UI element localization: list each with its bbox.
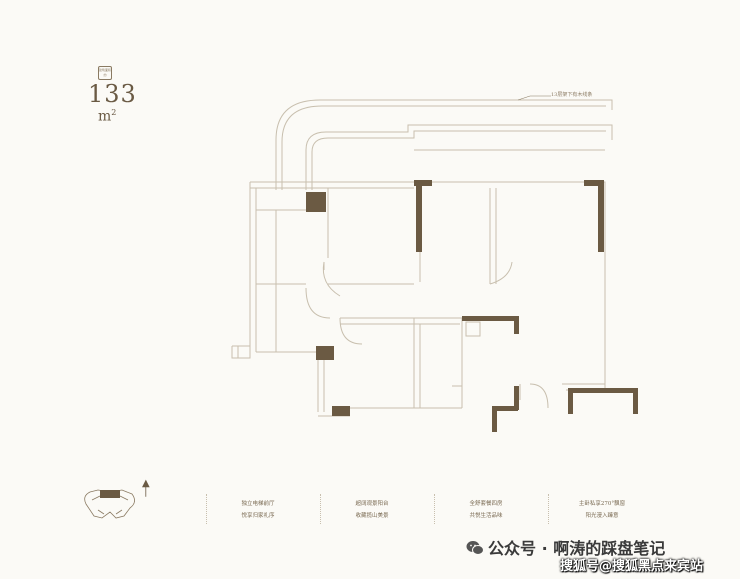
feature-divider (548, 494, 550, 524)
north-arrow-icon: ▲| (142, 478, 150, 497)
wechat-icon (466, 541, 484, 555)
feature-item-2: 超阔观景阳台收藏揽山美景 (355, 501, 389, 519)
feature-divider (206, 494, 208, 524)
watermark-sohu: 搜狐号@搜狐黑点来宾站 (560, 559, 704, 574)
building-keymap (84, 489, 135, 519)
feature-divider (320, 494, 322, 524)
feature-item-4: 主卧私享270°飘窗阳光漫入臻意 (578, 501, 626, 519)
watermark-wechat: 公众号 · 啊涛的踩盘笔记 (466, 535, 665, 559)
feature-item-3: 全舒套餐四房共悦生活品味 (469, 501, 503, 519)
area-value: 133 (88, 80, 137, 108)
feature-divider (434, 494, 436, 524)
area-badge: 建筑面积约 (98, 66, 112, 80)
area-unit: m2 (98, 108, 117, 125)
feature-item-1: 独立电梯前厅悦享归家礼序 (241, 501, 275, 519)
annotation-callout: 13层架下有木线条 (551, 92, 593, 98)
